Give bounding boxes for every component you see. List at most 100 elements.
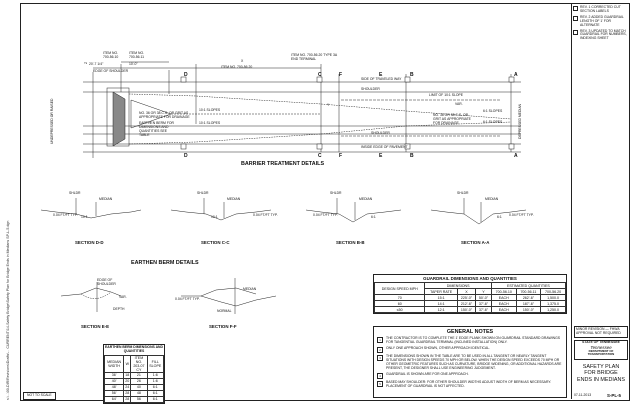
revision-2: REV. 2 ADDED GUARDRAIL LENGTH OF 1' FOR … (573, 15, 629, 28)
guardrail-table: GUARDRAIL DIMENSIONS AND QUANTITIES DESI… (373, 274, 567, 315)
cut-label-c-top: C (318, 72, 322, 78)
slope-d-label: 6:1 SLOPES (483, 120, 503, 124)
guardrail-table-grid: DESIGN SPEED MPH DIMENSIONS ESTIMATED QU… (373, 282, 567, 314)
sheet-title-3: ENDS IN MEDIANS (577, 376, 625, 383)
sheet-title-block: SAFETY PLAN FOR BRIDGE ENDS IN MEDIANS (574, 364, 628, 383)
section-d-slope: 10:1 (81, 215, 88, 219)
berm-table-title: EARTHEN BERM DIMENSIONS AND QUANTITIES (105, 345, 163, 353)
section-a-slope: 6:1 (497, 215, 502, 219)
title-block-divider (571, 4, 572, 399)
section-b-median: MEDIAN (359, 197, 373, 201)
shoulder-label: SHOULDER (361, 87, 380, 91)
berm-f-typ: 0.04 FT/FT TYP. (175, 297, 200, 301)
cut-label-a-bottom: A (514, 153, 518, 159)
not-to-scale: NOT TO SCALE (23, 392, 56, 400)
dim-20-label: 20'-7 1/4" (89, 62, 104, 66)
cut-label-d-top: D (184, 72, 188, 78)
drawing-sheet: D D C C B B A A F F E E ITEM NO. 700-56.… (20, 3, 630, 404)
agency-block: STATE OF TENNESSEE Tennessee DEPARTMENT … (574, 340, 628, 360)
berm-sections (60, 278, 277, 314)
berm-th-width: MEDIAN WIDTH (103, 354, 125, 373)
section-b-shldr: SHLDR (330, 191, 342, 195)
berm-th-item: ITEM NO. 203-07 CY (130, 354, 148, 373)
berm-e-vary: VAR. (119, 295, 127, 299)
berm-e-depth: DEPTH (113, 307, 125, 311)
approval-box: MINOR REVISION — FHWA APPROVAL NOT REQUI… (574, 326, 628, 338)
dim-10-label: 10'-0" (129, 62, 138, 66)
guardrail-table-title: GUARDRAIL DIMENSIONS AND QUANTITIES (423, 276, 517, 281)
section-d-label: SECTION D-D (75, 240, 104, 245)
section-b-label: SECTION B-B (336, 240, 365, 245)
item-mid-label: ITEM NO. 700-56.11 (129, 51, 145, 59)
section-c-slope: 10:1 (211, 215, 218, 219)
section-d-median: MEDIAN (99, 197, 113, 201)
width-y-label: Y (327, 103, 330, 107)
berm-f-median: MEDIAN (243, 287, 257, 291)
section-d-typ: 0.04 FT/FT TYP. (53, 213, 78, 217)
cut-label-b-top: B (410, 72, 414, 78)
cut-label-b-bottom: B (410, 153, 414, 159)
berm-th-w: W (123, 354, 132, 373)
sheet-title-2: FOR BRIDGE (584, 370, 618, 377)
section-b-typ: 0.04 FT/FT TYP. (313, 213, 338, 217)
sections-row (40, 198, 527, 225)
agency-dept: DEPARTMENT OF TRANSPORTATION (587, 348, 615, 357)
width-z-label: Z (84, 61, 88, 64)
limit-lane-label: LIMIT OF 10:1 SLOPE (429, 93, 464, 97)
depressed-median-label: DEPRESSED MEDIAN (518, 103, 522, 139)
berm-title: EARTHEN BERM DETAILS (131, 260, 199, 266)
cut-label-e-bottom: E (379, 153, 383, 159)
item-term-label: ITEM NO. 700-56.20 (221, 65, 253, 69)
berm-e-edge: EDGE OF SHOULDER (97, 278, 116, 286)
cut-label-d-bottom: D (184, 153, 188, 159)
berm-table: EARTHEN BERM DIMENSIONS AND QUANTITIES M… (103, 344, 165, 404)
cut-label-c-bottom: C (318, 153, 322, 159)
item-left-label: ITEM NO. 700-56.10 (103, 51, 119, 59)
berm-f-normal: NORMAL (217, 309, 232, 313)
section-a-median: MEDIAN (485, 197, 499, 201)
file-path-sidebar: s:\...\00-DIR\Revisions\Drafts\... CURRE… (0, 5, 14, 400)
no-cut-label: NO. 36 OR 38 C.S. OR GRIT AS APPROPRIATE… (139, 111, 190, 119)
edge-shoulder-label: EDGE OF SHOULDER (93, 69, 129, 73)
berm-th-slope: FILL SLOPE (146, 354, 165, 373)
section-c-label: SECTION C-C (201, 240, 230, 245)
section-d-shldr: SHLDR (69, 191, 81, 195)
section-c-typ: 0.04 FT/FT TYP. (253, 213, 278, 217)
file-path-text: s:\...\00-DIR\Revisions\Drafts\... CURRE… (6, 220, 10, 400)
item-terminal-label: ITEM NO. 700-56.20 TYPE 3A END TERMINAL (291, 53, 337, 61)
revisions-block: REV. 1 CORRECTED CUT SECTION LABELS REV.… (573, 5, 629, 42)
section-c-shldr: SHLDR (197, 191, 209, 195)
earthen-berm-note: EARTHEN BERM FOR DIMENSIONS AND QUANTITI… (139, 121, 174, 137)
barrier-plan-view: D D C C B B A A F F E E (83, 61, 521, 159)
slope-a-label: 10:1 SLOPES (199, 108, 221, 112)
revision-3: REV. 3 UPDATED TO MATCH GUARDRAIL FOR NU… (573, 29, 629, 42)
section-a-typ: 0.04 FT/FT TYP. (509, 213, 534, 217)
median-hatch-label: UNDEPRESSED OR RAISED (50, 98, 54, 144)
side-traveled-label: SIDE OF TRAVELED WAY (361, 77, 402, 81)
cut-label-f-bottom: F (339, 153, 342, 159)
notes-title: GENERAL NOTES (446, 329, 494, 335)
no-cut-label-right: NO. 36 OR 38 C.S. OR GRIT AS APPROPRIATE… (433, 113, 471, 125)
cut-label-f-top: F (339, 72, 342, 78)
cut-label-e-top: E (379, 72, 383, 78)
cut-label-a-top: A (514, 72, 518, 78)
guard-th-speed: DESIGN SPEED MPH (373, 282, 426, 296)
approval-line-1: MINOR REVISION — FHWA (576, 327, 620, 331)
approval-line-2: APPROVAL NOT REQUIRED (576, 330, 621, 335)
berm-table-grid: MEDIAN WIDTH W ITEM NO. 203-07 CY FILL S… (103, 354, 165, 403)
agency-state: STATE OF TENNESSEE (582, 340, 620, 344)
section-a-shldr: SHLDR (457, 191, 469, 195)
sheet-title-1: SAFETY PLAN (582, 364, 620, 370)
slope-b-label: 10:1 SLOPES (199, 121, 221, 125)
width-x-label: X (241, 59, 244, 63)
revision-1: REV. 1 CORRECTED CUT SECTION LABELS (573, 5, 629, 14)
vary-label: VAR. (455, 102, 463, 106)
agency-logo: Tennessee (590, 344, 612, 350)
slope-c-label: 6:1 SLOPES (483, 109, 503, 113)
